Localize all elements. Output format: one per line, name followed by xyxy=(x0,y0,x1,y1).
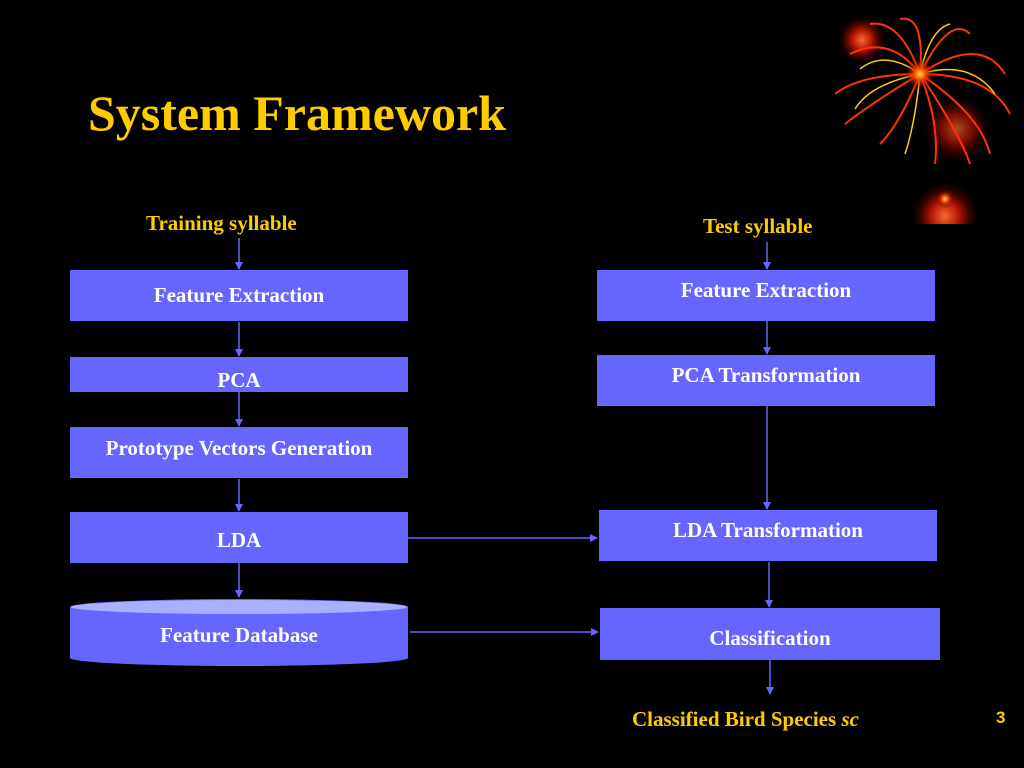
feature-database-label: Feature Database xyxy=(160,623,318,647)
output-label: Classified Bird Species sc xyxy=(632,709,859,730)
page-number: 3 xyxy=(996,708,1006,727)
output-label-text: Classified Bird Species xyxy=(632,707,842,731)
output-symbol: sc xyxy=(841,707,859,731)
test-lda-transformation-box: LDA Transformation xyxy=(599,510,937,561)
train-prototype-vectors-box: Prototype Vectors Generation xyxy=(70,427,408,478)
cylinder-top xyxy=(70,599,408,615)
slide-title: System Framework xyxy=(88,85,506,141)
test-syllable-label: Test syllable xyxy=(703,214,813,238)
test-classification-box: Classification xyxy=(600,608,940,660)
fireworks-decoration xyxy=(834,16,1011,224)
train-pca-box: PCA xyxy=(70,357,408,392)
test-pca-transformation-box: PCA Transformation xyxy=(597,355,935,406)
train-lda-box: LDA xyxy=(70,512,408,563)
feature-database-cylinder: Feature Database xyxy=(70,599,408,666)
training-syllable-label: Training syllable xyxy=(146,211,297,235)
test-feature-extraction-box: Feature Extraction xyxy=(597,270,935,321)
train-feature-extraction-box: Feature Extraction xyxy=(70,270,408,321)
